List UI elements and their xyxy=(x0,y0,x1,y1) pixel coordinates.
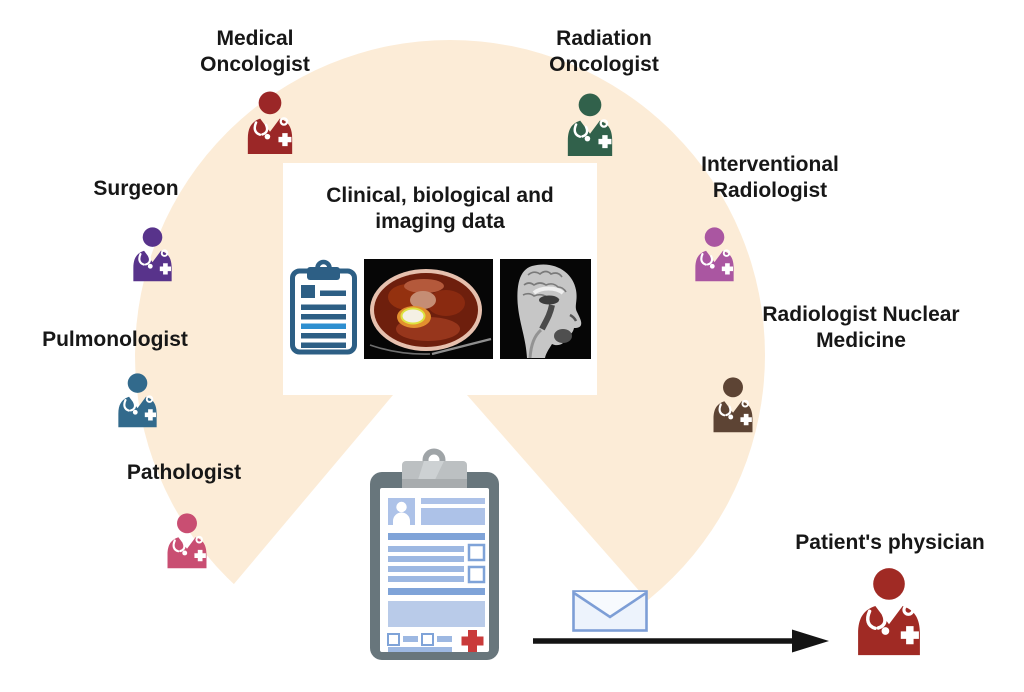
envelope-icon xyxy=(572,590,648,632)
specialist-label-radiologist-nuclear-medicine: Radiologist Nuclear Medicine xyxy=(762,303,960,352)
specialist-label-medical-oncologist: Medical Oncologist xyxy=(200,27,310,76)
specialist-label-pulmonologist: Pulmonologist xyxy=(42,328,188,351)
specialist-label-interventional-radiologist: Interventional Radiologist xyxy=(701,153,839,202)
doctor-icon-surgeon xyxy=(124,226,181,283)
flow-arrow xyxy=(533,629,829,653)
clinical-report-icon xyxy=(289,259,357,354)
medical-report-clipboard-icon xyxy=(370,448,499,660)
panel-images-row xyxy=(283,258,597,359)
doctor-icon-patients-physician xyxy=(843,566,935,658)
doctor-icon-pulmonologist xyxy=(109,372,166,429)
sagittal-brain-mri-image xyxy=(499,258,591,359)
doctor-icon-pathologist xyxy=(158,512,216,570)
center-data-panel: Clinical, biological and imaging data xyxy=(283,163,597,395)
specialist-label-patients-physician: Patient's physician xyxy=(795,531,985,554)
pet-ct-chest-scan-image xyxy=(363,258,493,359)
panel-heading-line2: imaging data xyxy=(375,210,505,234)
doctor-icon-medical-oncologist xyxy=(237,90,303,156)
specialist-label-radiation-oncologist: Radiation Oncologist xyxy=(549,27,659,76)
doctor-icon-radiologist-nuclear-medicine xyxy=(704,376,762,434)
specialist-label-pathologist: Pathologist xyxy=(126,461,242,484)
doctor-icon-interventional-radiologist xyxy=(686,226,743,283)
doctor-icon-radiation-oncologist xyxy=(557,92,623,158)
specialist-label-surgeon: Surgeon xyxy=(93,177,179,200)
panel-heading: Clinical, biological and imaging data xyxy=(283,163,597,236)
panel-heading-line1: Clinical, biological and xyxy=(326,184,554,207)
